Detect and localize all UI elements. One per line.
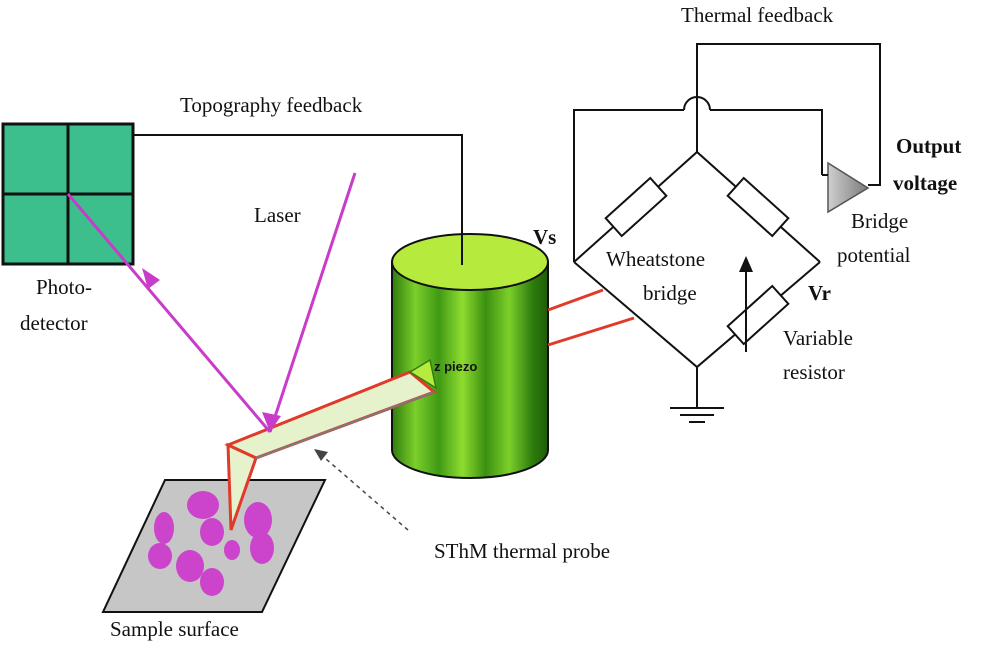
output-voltage-label-1: Output bbox=[896, 134, 961, 158]
wheatstone-label-2: bridge bbox=[643, 281, 697, 305]
thermal-feedback-wire bbox=[696, 43, 881, 186]
photodetector-label-1: Photo- bbox=[36, 275, 92, 299]
bridge-lower-arms bbox=[573, 261, 821, 369]
laser-label: Laser bbox=[254, 203, 301, 227]
sample-surface-label: Sample surface bbox=[110, 617, 239, 641]
laser-incident-beam bbox=[268, 172, 357, 433]
sample-spot bbox=[187, 491, 219, 519]
photodetector bbox=[1, 122, 135, 266]
variable-resistor-arrow-head bbox=[739, 256, 753, 272]
sample-spot bbox=[148, 543, 172, 569]
output-voltage-label-2: voltage bbox=[893, 171, 957, 195]
wheatstone-label-1: Wheatstone bbox=[606, 247, 705, 271]
sample-surface bbox=[101, 479, 327, 613]
sthm-probe-label: SThM thermal probe bbox=[434, 539, 610, 563]
supply-rail-left bbox=[573, 109, 684, 262]
probe-pointer-line bbox=[317, 451, 409, 531]
probe-mount bbox=[408, 358, 438, 390]
photodetector-label-2: detector bbox=[20, 311, 88, 335]
variable-resistor bbox=[726, 284, 790, 346]
variable-resistor-label-1: Variable bbox=[783, 326, 853, 350]
amplifier-icon bbox=[827, 161, 870, 214]
laser-reflected-arrow bbox=[142, 268, 160, 289]
bridge-potential-label-2: potential bbox=[837, 243, 911, 267]
sample-spot bbox=[244, 502, 272, 538]
topography-feedback-label: Topography feedback bbox=[180, 93, 363, 117]
probe-lead-vr bbox=[547, 316, 635, 347]
thermal-feedback-label: Thermal feedback bbox=[681, 3, 834, 27]
supply-rail-right bbox=[710, 109, 823, 175]
sample-spot bbox=[200, 568, 224, 596]
bridge-potential-label-1: Bridge bbox=[851, 209, 908, 233]
z-piezo-label: z piezo bbox=[434, 359, 477, 374]
vs-label: Vs bbox=[533, 225, 556, 249]
wheatstone-bridge bbox=[573, 43, 881, 423]
piezo-top bbox=[391, 233, 549, 291]
sample-spot bbox=[176, 550, 204, 582]
sthm-probe bbox=[224, 358, 438, 531]
bridge-upper-arms bbox=[573, 150, 821, 263]
variable-resistor-label-2: resistor bbox=[783, 360, 845, 384]
laser-path bbox=[66, 172, 357, 433]
sample-spot bbox=[250, 532, 274, 564]
bridge-resistor-r1 bbox=[604, 176, 668, 238]
z-piezo bbox=[391, 135, 549, 479]
bridge-resistor-r2 bbox=[726, 176, 790, 238]
vr-label: Vr bbox=[808, 281, 831, 305]
piezo-body bbox=[391, 261, 549, 479]
probe-pointer-arrow bbox=[314, 449, 328, 461]
probe-lead-vs bbox=[547, 288, 604, 312]
sample-spot bbox=[224, 540, 240, 560]
sample-spot bbox=[200, 518, 224, 546]
cantilever-edge bbox=[255, 391, 435, 459]
laser-reflected-beam bbox=[66, 193, 272, 433]
probe-tip bbox=[226, 442, 258, 531]
laser-incident-arrow bbox=[262, 412, 281, 432]
sample-spot bbox=[154, 512, 174, 544]
